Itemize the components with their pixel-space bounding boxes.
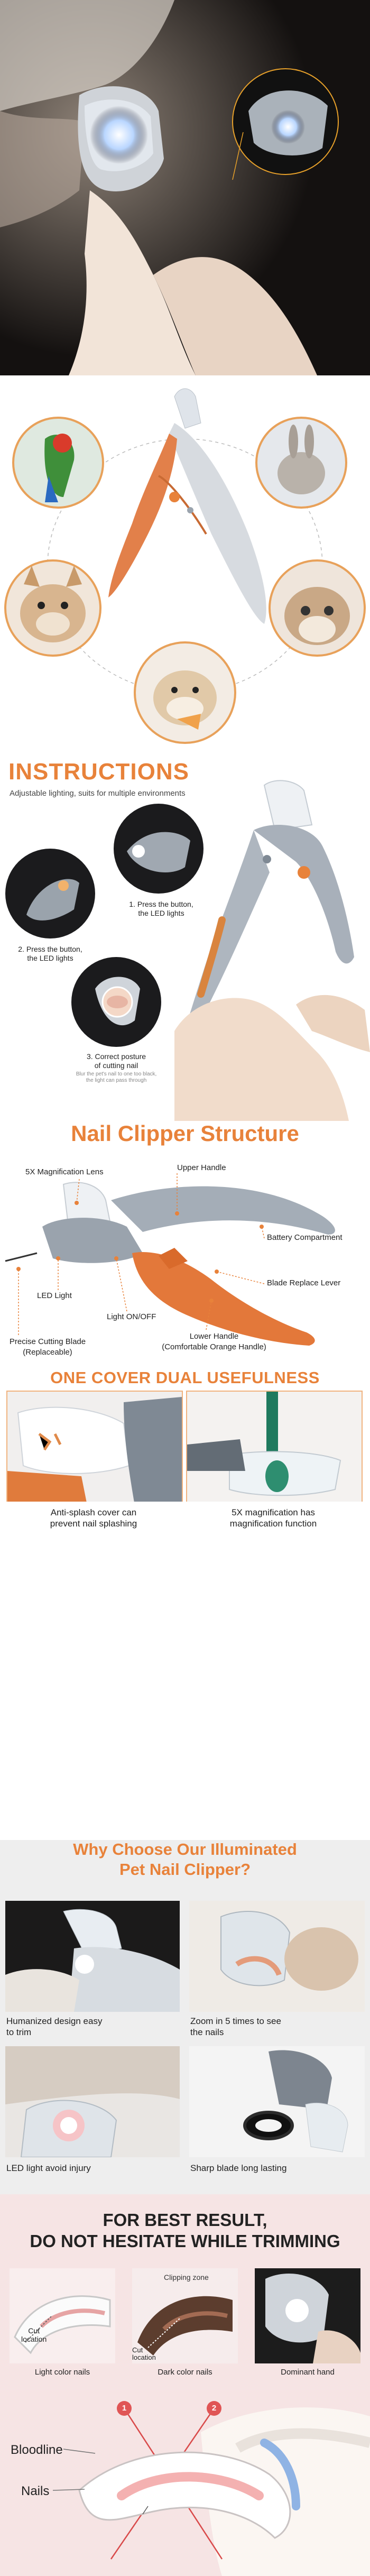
pets-illustration (4, 388, 366, 744)
pet-rabbit (255, 417, 347, 509)
hero-section (0, 0, 370, 375)
structure-title: Nail Clipper Structure (71, 1121, 299, 1146)
label-blade-lever: Blade Replace Lever (267, 1278, 341, 1287)
pet-parrot (12, 417, 104, 509)
label-magnification: 5X Magnification Lens (25, 1167, 104, 1176)
label-blade: Precise Cutting Blade (Replaceable) (9, 1337, 86, 1357)
why-title-1: Why Choose Our Illuminated (73, 1840, 297, 1859)
cover-left-image (6, 1391, 183, 1502)
best-result-section: FOR BEST RESULT, DO NOT HESITATE WHILE T… (0, 2194, 370, 2576)
label-led: LED Light (37, 1291, 72, 1300)
instructions-title: INSTRUCTIONS (8, 759, 189, 785)
why-item-1-caption: Humanized design easy to trim (6, 2016, 103, 2037)
panel-dark-caption: Dark color nails (158, 2368, 212, 2377)
why-item-4-caption: Sharp blade long lasting (190, 2163, 287, 2173)
paw-nail-diagram (52, 2401, 370, 2576)
marker-1-circle (117, 2401, 132, 2416)
step-3-note: Blur the pet's nail to one too black, th… (76, 1071, 157, 1083)
hero-image (0, 0, 370, 375)
marker-2: 2 (211, 2404, 217, 2413)
why-item-3-image (5, 2046, 180, 2157)
panel-hand-caption: Dominant hand (281, 2368, 335, 2377)
panel-light-caption: Light color nails (34, 2368, 90, 2377)
instructions-illustration (5, 780, 370, 1121)
label-battery: Battery Compartment (267, 1233, 343, 1242)
cover-right-caption: 5X magnification has magnification funct… (229, 1507, 317, 1529)
step-2-caption: 2. Press the button, the LED lights (18, 945, 82, 962)
step-3-caption: 3. Correct posture of cutting nail (86, 1052, 146, 1070)
why-item-1-image (5, 1901, 180, 2012)
cut-location-2: Cut location (132, 2346, 156, 2361)
why-item-4-image (189, 2046, 365, 2157)
cover-right-image (186, 1391, 363, 1502)
why-title-2: Pet Nail Clipper? (119, 1860, 251, 1879)
pets-section (0, 375, 370, 756)
step-1-image (114, 804, 204, 894)
nails-label: Nails (21, 2484, 50, 2498)
label-upper-handle: Upper Handle (177, 1163, 226, 1172)
cover-left-caption: Anti-splash cover can prevent nail splas… (50, 1507, 137, 1529)
pet-cat (269, 559, 366, 657)
why-section: Anti-splash cover can prevent nail splas… (0, 1502, 370, 2194)
panel-hand (255, 2268, 360, 2363)
structure-section: Nail Clipper Structure 5X Magnification … (0, 1121, 370, 1502)
marker-2-circle (207, 2401, 221, 2416)
cut-location-1: Cut location (21, 2326, 47, 2343)
label-lower-handle: Lower Handle (Comfortable Orange Handle) (162, 1332, 266, 1351)
panel-dark (132, 2268, 238, 2363)
best-title-1: FOR BEST RESULT, (103, 2210, 267, 2230)
instructions-section: INSTRUCTIONS Adjustable lighting, suits … (0, 756, 370, 1121)
why-item-2-image (189, 1901, 365, 2012)
structure-diagram (5, 1173, 335, 1346)
why-item-3-caption: LED light avoid injury (6, 2163, 91, 2173)
marker-1: 1 (122, 2404, 127, 2413)
panel-light (10, 2268, 115, 2363)
pet-hamster (134, 641, 236, 744)
step-1-caption: 1. Press the button, the LED lights (129, 900, 193, 917)
step-3-image (71, 957, 161, 1047)
why-item-2-caption: Zoom in 5 times to see the nails (190, 2016, 281, 2037)
step-2-image (5, 849, 95, 939)
best-title-2: DO NOT HESITATE WHILE TRIMMING (30, 2231, 340, 2251)
instructions-subtitle: Adjustable lighting, suits for multiple … (10, 789, 186, 798)
label-led-onoff: Light ON/OFF (107, 1312, 156, 1321)
cover-title: ONE COVER DUAL USEFULNESS (50, 1368, 320, 1387)
pet-dog (4, 559, 101, 657)
clipping-zone-label: Clipping zone (164, 2273, 209, 2281)
bloodline-label: Bloodline (11, 2443, 63, 2457)
